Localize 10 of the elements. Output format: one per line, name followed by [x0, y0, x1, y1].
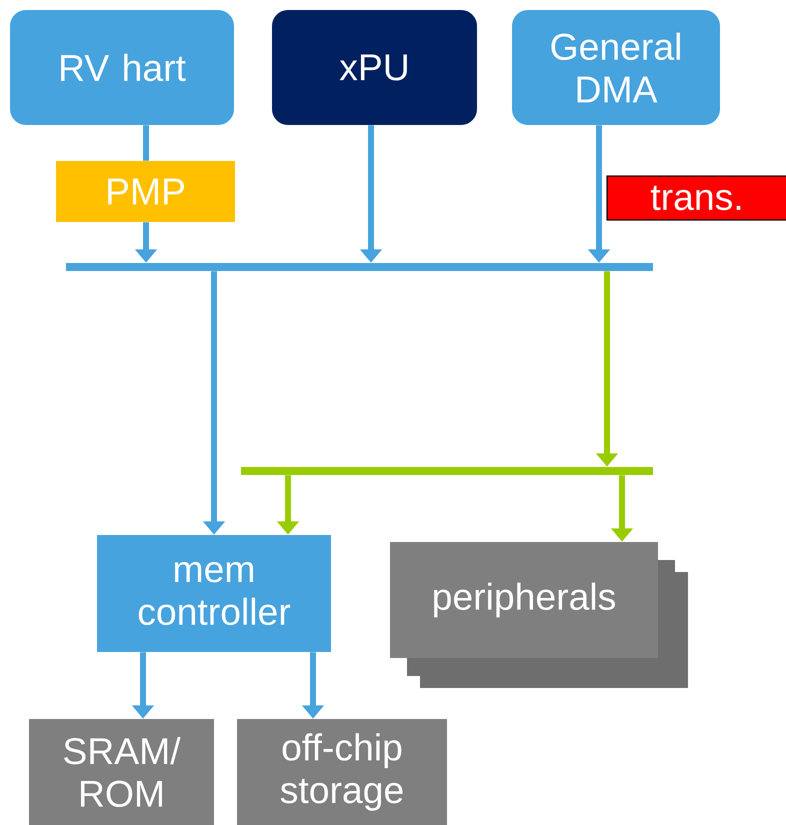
block-box: off-chip storage: [237, 719, 447, 825]
block-box: mem controller: [97, 535, 331, 652]
connector-line: [143, 125, 149, 161]
tag-box: trans.: [606, 175, 786, 221]
unit-box: xPU: [272, 10, 477, 125]
unit-box: General DMA: [512, 10, 720, 125]
stacked-box: peripherals: [390, 542, 688, 688]
block-box: SRAM/ ROM: [29, 719, 214, 825]
block-box: PMP: [56, 161, 235, 222]
unit-box: RV hart: [10, 10, 234, 125]
